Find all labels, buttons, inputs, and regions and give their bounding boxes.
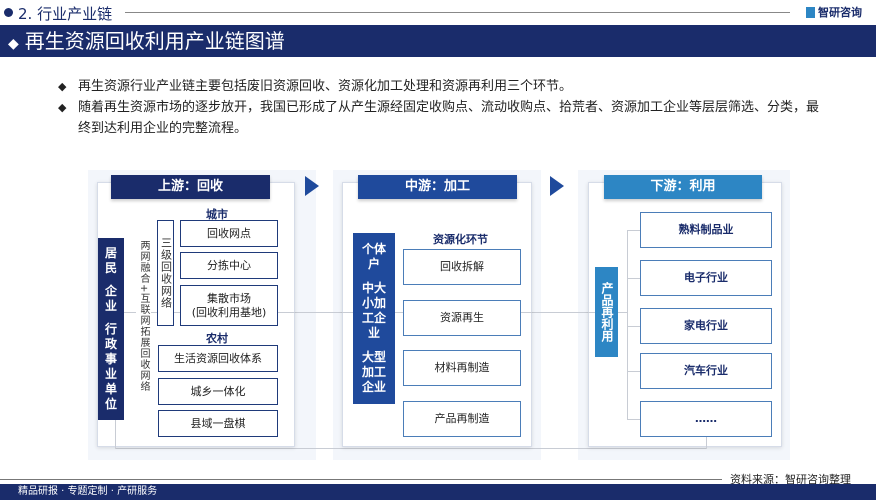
diamond-icon: ◆ xyxy=(58,80,67,93)
city-item: 集散市场 (回收利用基地) xyxy=(180,285,278,326)
rural-item: 县域一盘棋 xyxy=(158,410,278,437)
bullet-text: 再生资源行业产业链主要包括废旧资源回收、资源化加工处理和资源再利用三个环节。 xyxy=(78,79,573,94)
divider xyxy=(125,12,790,13)
actors-block: 个体户 中大小加工企业 大型加工企业 xyxy=(353,233,395,404)
city-item: 分拣中心 xyxy=(180,252,278,279)
chevron-right-icon xyxy=(305,176,319,196)
industry-item: 熟料制品业 xyxy=(640,212,772,248)
city-item: 回收网点 xyxy=(180,220,278,247)
actor-small-medium: 中大小加工企业 xyxy=(361,280,386,340)
footer-divider xyxy=(0,479,722,480)
process-item: 产品再制造 xyxy=(403,401,521,437)
section-dot-icon xyxy=(4,8,13,17)
page-title: 再生资源回收利用产业链图谱 xyxy=(24,29,285,53)
three-level-network: 三级回收网络 xyxy=(157,220,174,326)
bullet-1: ◆ 再生资源行业产业链主要包括废旧资源回收、资源化加工处理和资源再利用三个环节。 xyxy=(58,76,828,97)
footer-bar: 精品研报 · 专题定制 · 产研服务 xyxy=(0,484,876,500)
title-band: ◆ 再生资源回收利用产业链图谱 xyxy=(0,25,876,57)
return-line xyxy=(115,448,707,449)
process-item: 回收拆解 xyxy=(403,249,521,285)
industry-item: 电子行业 xyxy=(640,260,772,296)
industry-item: …… xyxy=(640,401,772,437)
downstream-header: 下游：利用 xyxy=(604,175,762,199)
reuse-block: 产品再利用 xyxy=(595,267,618,357)
bullet-2: ◆ 随着再生资源市场的逐步放开，我国已形成了从产生源经固定收购点、流动收购点、拾荒… xyxy=(58,97,828,139)
bracket-tick xyxy=(627,326,640,327)
return-line-up xyxy=(115,420,116,449)
bracket-tick xyxy=(627,230,640,231)
bracket-line xyxy=(627,230,628,420)
industry-item: 汽车行业 xyxy=(640,353,772,389)
diamond-icon: ◆ xyxy=(8,36,19,52)
logo-icon xyxy=(806,6,815,18)
city-label: 城市 xyxy=(206,208,228,221)
process-item: 材料再制造 xyxy=(403,350,521,386)
source-note: 资料来源：智研咨询整理 xyxy=(730,473,851,486)
bracket-tick xyxy=(627,419,640,420)
industry-item: 家电行业 xyxy=(640,308,772,344)
section-title: 2. 行业产业链 xyxy=(18,5,113,23)
rural-label: 农村 xyxy=(206,332,228,345)
actor-large: 大型加工企业 xyxy=(361,350,386,395)
stage-label: 资源化环节 xyxy=(433,233,488,246)
footer-tagline: 精品研报 · 专题定制 · 产研服务 xyxy=(18,486,158,497)
actor-individual: 个体户 xyxy=(361,241,386,271)
bracket-tick xyxy=(627,278,640,279)
network-label: 两网融合+互联网拓展回收网络 xyxy=(136,240,151,410)
chevron-right-icon xyxy=(550,176,564,196)
rural-item: 生活资源回收体系 xyxy=(158,345,278,372)
rural-item: 城乡一体化 xyxy=(158,378,278,405)
diamond-icon: ◆ xyxy=(58,101,67,114)
return-line-down xyxy=(706,437,707,449)
upstream-header: 上游：回收 xyxy=(111,175,270,199)
logo: 智研咨询 xyxy=(806,4,862,20)
bracket-tick xyxy=(627,371,640,372)
bullet-text: 随着再生资源市场的逐步放开，我国已形成了从产生源经固定收购点、流动收购点、拾荒者… xyxy=(78,100,820,136)
midstream-header: 中游：加工 xyxy=(358,175,517,199)
source-institutions: 行政事业单位 xyxy=(104,322,117,411)
source-enterprises: 企业 xyxy=(104,284,117,313)
sources-block: 居民 企业 行政事业单位 xyxy=(98,238,124,420)
logo-text: 智研咨询 xyxy=(818,6,862,19)
source-residents: 居民 xyxy=(104,246,117,275)
process-item: 资源再生 xyxy=(403,300,521,336)
